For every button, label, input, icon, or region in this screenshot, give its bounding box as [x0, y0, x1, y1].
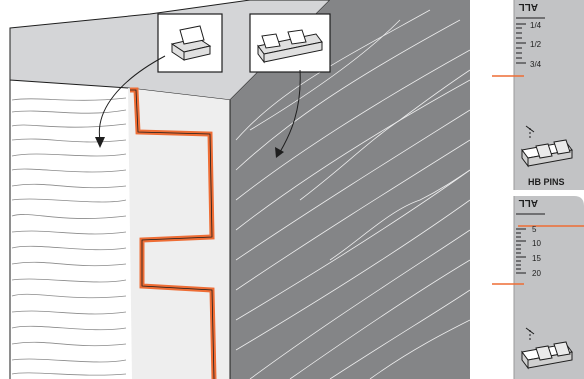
gauge-lower: ALL 5 10 15 20	[492, 196, 584, 379]
gauge-upper-tick-2: 1/2	[530, 40, 542, 49]
gauge-upper-tick-3: 3/4	[530, 60, 542, 69]
gauge-upper: ALL 1/4 1/2 3/4 HB PINS	[492, 0, 584, 190]
gauge-lower-tick-20: 20	[532, 269, 541, 278]
gauge-upper-header: ALL	[519, 1, 538, 12]
gauge-lower-tick-15: 15	[532, 254, 541, 263]
gauge-upper-tick-1: 1/4	[530, 21, 542, 30]
gauge-upper-label: HB PINS	[528, 177, 565, 187]
tail-board-face	[10, 80, 132, 379]
gauge-lower-header: ALL	[519, 197, 538, 208]
gauge-lower-tick-10: 10	[532, 239, 541, 248]
gauge-lower-tick-5: 5	[532, 225, 537, 234]
